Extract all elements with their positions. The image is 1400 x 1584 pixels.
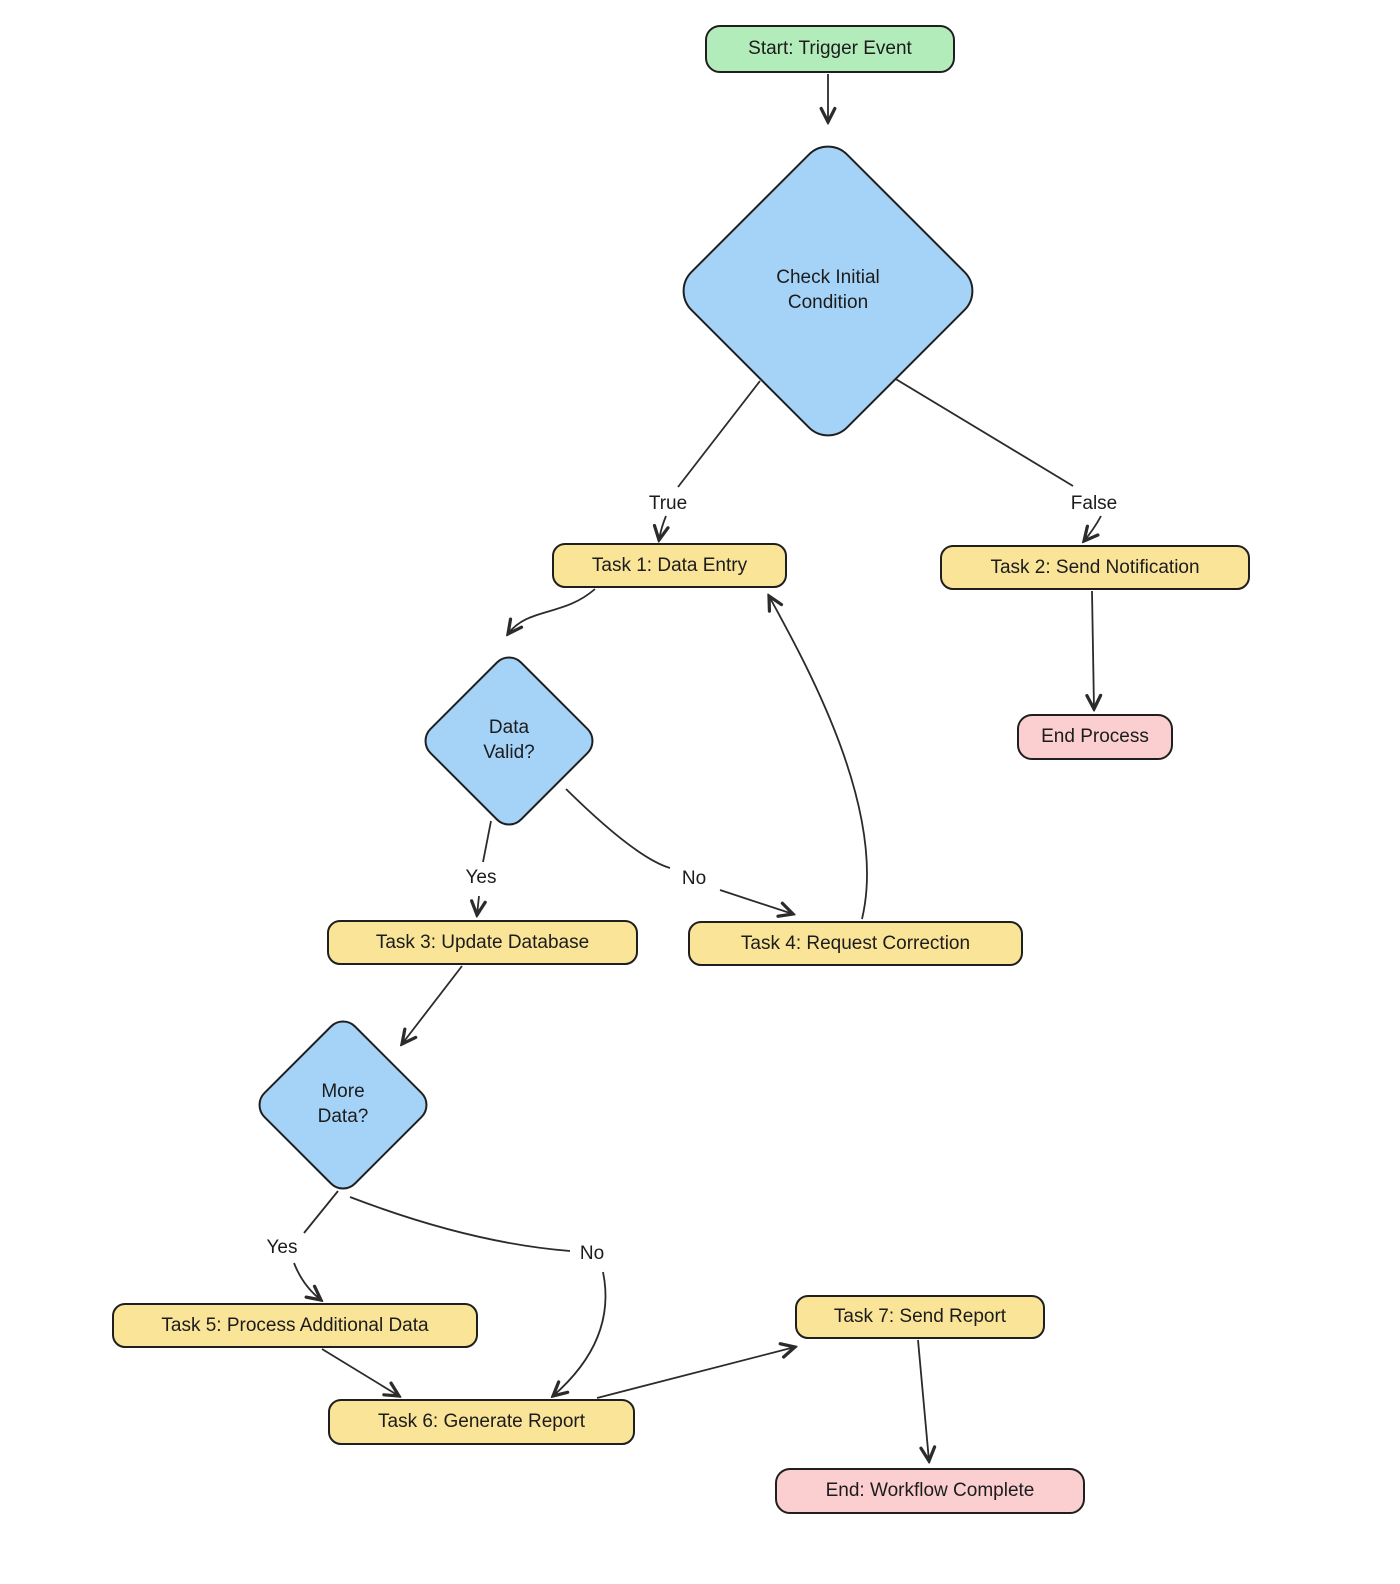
edge-label-yes-valid: Yes: [460, 867, 502, 889]
edge-datavalid-yes-line: [482, 820, 492, 863]
edge-label-no-valid: No: [676, 868, 712, 890]
node-decision-check-initial-condition: Check Initial Condition: [671, 134, 985, 448]
node-task3: Task 3: Update Database: [327, 920, 638, 965]
edge-datavalid-no-line: [565, 788, 671, 869]
node-task2: Task 2: Send Notification: [940, 545, 1250, 590]
edge-moredata-yes-line: [303, 1190, 339, 1234]
node-decision2-label: Data Valid?: [483, 717, 535, 763]
node-task1-label: Task 1: Data Entry: [591, 554, 748, 576]
node-decision3-label: More Data?: [317, 1081, 369, 1127]
edge-check-false-line: [893, 377, 1074, 487]
edge-no-to-task6: [553, 1271, 607, 1396]
edge-yes-to-task3: [477, 895, 479, 915]
edge-task5-to-task6: [321, 1348, 399, 1396]
node-start: Start: Trigger Event: [705, 25, 955, 73]
edge-yes-to-task5: [293, 1262, 321, 1300]
edge-task1-to-datavalid: [508, 588, 596, 634]
edge-task2-to-endprocess: [1092, 590, 1094, 709]
node-task6: Task 6: Generate Report: [328, 1399, 635, 1445]
node-task6-label: Task 6: Generate Report: [378, 1411, 585, 1433]
edge-check-true-line: [677, 380, 761, 488]
node-end-workflow-label: End: Workflow Complete: [825, 1480, 1035, 1502]
node-task2-label: Task 2: Send Notification: [990, 556, 1200, 578]
edge-no-to-task4: [719, 889, 793, 914]
edge-task3-to-moredata: [402, 965, 463, 1044]
node-decision1-label: Check Initial Condition: [776, 267, 880, 313]
node-start-label: Start: Trigger Event: [748, 38, 912, 60]
edge-label-true: True: [643, 493, 693, 515]
node-task1: Task 1: Data Entry: [552, 543, 787, 588]
node-task5: Task 5: Process Additional Data: [112, 1303, 478, 1348]
edge-label-false: False: [1065, 493, 1123, 515]
edge-task4-to-task1: [769, 596, 868, 920]
node-task4-label: Task 4: Request Correction: [740, 932, 971, 954]
edge-task6-to-task7: [596, 1347, 795, 1399]
edge-moredata-no-line: [349, 1196, 571, 1252]
node-task7: Task 7: Send Report: [795, 1295, 1045, 1339]
node-decision-more-data: More Data?: [251, 1013, 435, 1197]
edge-task7-to-endworkflow: [917, 1339, 929, 1461]
node-task3-label: Task 3: Update Database: [375, 931, 590, 953]
edge-label-yes-more: Yes: [261, 1237, 303, 1259]
node-end-process-label: End Process: [1041, 726, 1149, 748]
edge-true-to-task1: [659, 515, 666, 540]
node-end-workflow: End: Workflow Complete: [775, 1468, 1085, 1514]
edge-label-no-more: No: [574, 1243, 610, 1265]
node-task7-label: Task 7: Send Report: [833, 1306, 1007, 1328]
node-task5-label: Task 5: Process Additional Data: [161, 1314, 429, 1336]
node-decision-data-valid: Data Valid?: [417, 649, 601, 833]
node-end-process: End Process: [1017, 714, 1173, 760]
node-task4: Task 4: Request Correction: [688, 921, 1023, 966]
edge-false-to-task2: [1084, 515, 1102, 541]
